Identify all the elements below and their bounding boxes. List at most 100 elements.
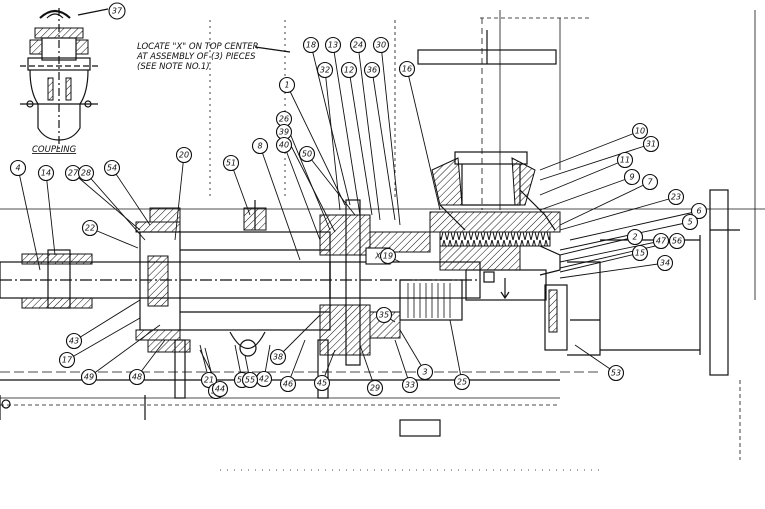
callout-bubble xyxy=(81,219,99,237)
callout-leader xyxy=(111,167,151,226)
callout-bubble xyxy=(175,146,193,164)
callout-label: 43 xyxy=(69,337,79,346)
callout-2: 2 xyxy=(626,228,644,246)
callout-label: 18 xyxy=(306,41,316,50)
callout-bubble xyxy=(37,164,55,182)
callout-bubble xyxy=(222,154,240,172)
callout-label: 47 xyxy=(656,237,667,246)
callout-label: 42 xyxy=(259,375,269,384)
callout-bubble xyxy=(77,164,95,182)
callout-label: 22 xyxy=(85,224,95,233)
callout-38: 38 xyxy=(269,348,287,366)
callout-54: 54 xyxy=(103,159,121,177)
callout-19: 19 xyxy=(379,247,397,265)
callout-18: 18 xyxy=(302,36,320,54)
callout-53: 53 xyxy=(607,364,625,382)
center-mark-text: X xyxy=(374,252,381,261)
callout-bubble xyxy=(279,375,297,393)
callout-leader xyxy=(559,240,662,263)
callout-leader xyxy=(88,324,161,378)
callout-leader xyxy=(574,344,617,374)
callout-leader xyxy=(286,84,346,206)
callout-label: 35 xyxy=(379,311,389,320)
callout-leader xyxy=(72,172,141,231)
callout-15: 15 xyxy=(631,244,649,262)
callout-label: 23 xyxy=(671,193,681,202)
callout-bubble xyxy=(656,254,674,272)
callout-bubble xyxy=(128,368,146,386)
callout-36: 36 xyxy=(363,61,381,79)
callout-56: 56 xyxy=(668,232,686,250)
callout-23: 23 xyxy=(667,188,685,206)
callout-bubble xyxy=(366,379,384,397)
callout-leader xyxy=(66,317,141,361)
callout-label: 34 xyxy=(660,259,670,268)
callout-12: 12 xyxy=(340,61,358,79)
coupling-caption: COUPLING xyxy=(32,145,77,155)
callout-14: 14 xyxy=(37,164,55,182)
callout-label: 4 xyxy=(15,164,20,173)
callout-10: 10 xyxy=(631,122,649,140)
callout-label: 51 xyxy=(226,159,236,168)
callout-bubble xyxy=(641,173,659,191)
callout-46: 46 xyxy=(279,375,297,393)
callout-bubble xyxy=(298,145,316,163)
callout-bubble xyxy=(681,213,699,231)
callout-label: 53 xyxy=(611,369,621,378)
callout-51: 51 xyxy=(222,154,240,172)
callout-29: 29 xyxy=(366,379,384,397)
callout-50: 50 xyxy=(298,145,316,163)
callout-bubble xyxy=(302,36,320,54)
callout-bubble xyxy=(241,371,259,389)
callout-bubble xyxy=(313,374,331,392)
note-line-3: (SEE NOTE NO.1) xyxy=(137,62,210,72)
callout-label: 49 xyxy=(84,373,94,382)
callout-bubble xyxy=(269,348,287,366)
callout-label: 54 xyxy=(107,164,117,173)
callout-bubble xyxy=(58,351,76,369)
callout-bubble xyxy=(278,76,296,94)
callout-bubble xyxy=(375,306,393,324)
callout-20: 20 xyxy=(175,146,193,164)
construction-lines xyxy=(0,10,765,471)
callout-bubble xyxy=(372,36,390,54)
callout-label: 2 xyxy=(632,233,637,242)
discharge-flange xyxy=(417,30,557,231)
callout-label: 27 xyxy=(68,169,79,178)
callout-label: 19 xyxy=(383,252,393,261)
callout-label: 40 xyxy=(279,141,289,150)
callout-5: 5 xyxy=(681,213,699,231)
callout-label: 50 xyxy=(302,150,312,159)
callout-label: 20 xyxy=(179,151,189,160)
callout-label: 28 xyxy=(81,169,91,178)
callout-label: 30 xyxy=(376,41,386,50)
callout-label: 17 xyxy=(62,356,73,365)
callout-bubble xyxy=(607,364,625,382)
callout-leader xyxy=(539,176,633,211)
callout-32: 32 xyxy=(316,61,334,79)
callout-48: 48 xyxy=(128,368,146,386)
callout-24: 24 xyxy=(349,36,367,54)
callout-label: 16 xyxy=(402,65,412,74)
callout-label: 26 xyxy=(279,115,289,124)
callout-55: 55 xyxy=(241,371,259,389)
callout-label: 14 xyxy=(41,169,51,178)
callout-leader xyxy=(306,153,356,216)
callout-6: 6 xyxy=(690,202,708,220)
callout-label: 38 xyxy=(273,353,283,362)
callout-label: 31 xyxy=(646,140,656,149)
callout-34: 34 xyxy=(656,254,674,272)
callout-leader xyxy=(539,159,626,196)
callout-17: 17 xyxy=(58,351,76,369)
callout-label: 46 xyxy=(283,380,293,389)
callout-bubble xyxy=(363,61,381,79)
callout-label: 3 xyxy=(422,368,427,377)
callout-13: 13 xyxy=(324,36,342,54)
callout-leader xyxy=(89,227,139,249)
callout-47: 47 xyxy=(652,232,670,250)
callout-leader xyxy=(17,167,41,271)
callout-bubble xyxy=(631,244,649,262)
callout-35: 35 xyxy=(375,306,393,324)
callout-label: 55 xyxy=(245,376,255,385)
